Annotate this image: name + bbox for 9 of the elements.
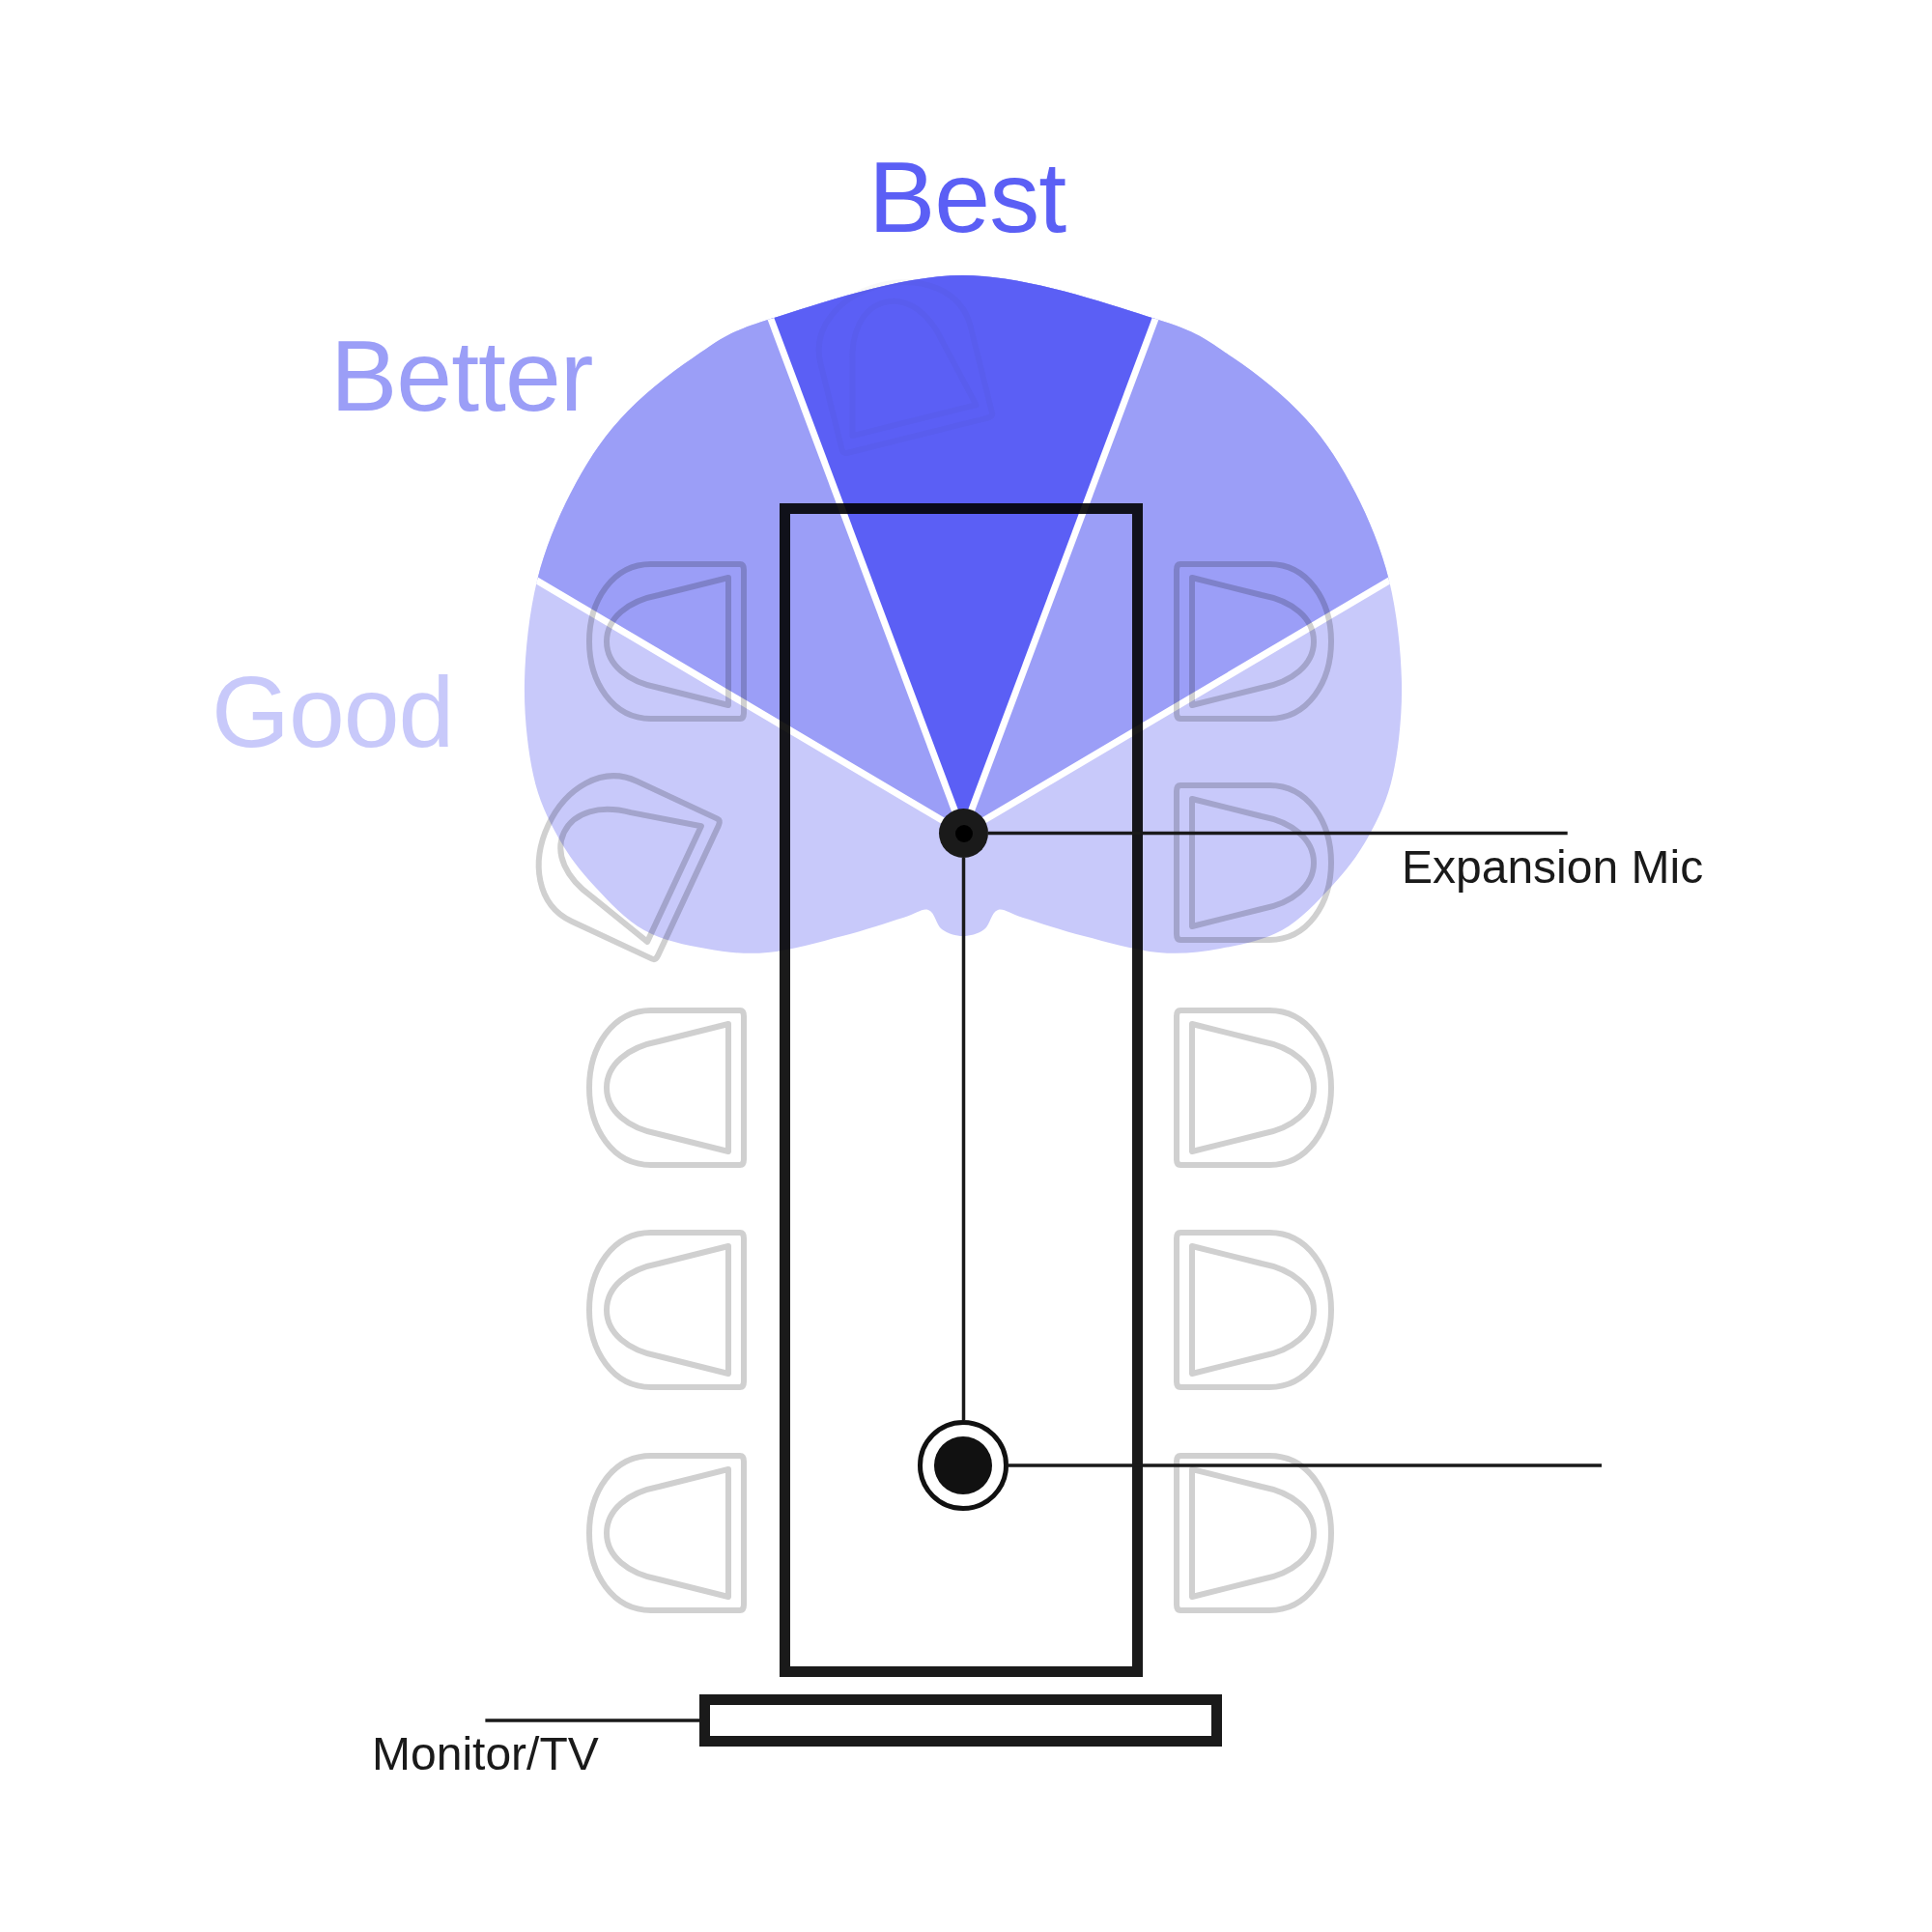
- cable-line: [961, 858, 966, 1420]
- zone-label: Better: [330, 326, 593, 426]
- part-label: Monitor/TV: [372, 1727, 599, 1781]
- part-label: Expansion Mic: [1402, 840, 1704, 895]
- leader-line: [1009, 1463, 1602, 1467]
- monitor-bar: [699, 1694, 1222, 1747]
- leader-line: [988, 831, 1568, 836]
- leader-line: [485, 1719, 699, 1722]
- zone-label: Best: [868, 147, 1066, 247]
